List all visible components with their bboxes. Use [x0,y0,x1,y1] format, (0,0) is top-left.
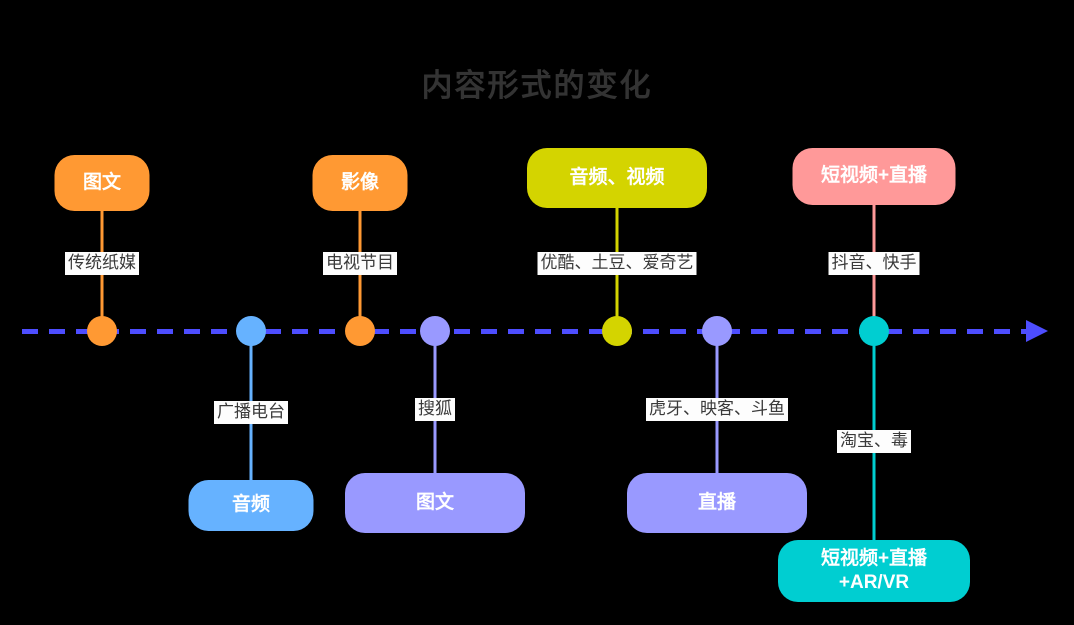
timeline-node-7[interactable] [859,316,889,346]
caption-short-video-arvr: 淘宝、毒 [837,430,911,453]
content-box-short-video-live[interactable]: 短视频+直播 [792,148,956,205]
timeline-node-1[interactable] [87,316,117,346]
timeline-arrow-icon [1026,320,1048,342]
content-box-audio-video[interactable]: 音频、视频 [527,148,707,208]
timeline-node-3[interactable] [345,316,375,346]
caption-tuwen-print: 传统纸媒 [65,252,139,275]
caption-short-video-live: 抖音、快手 [828,252,920,275]
timeline-node-6[interactable] [702,316,732,346]
caption-yingxiang-tv: 电视节目 [323,252,397,275]
content-box-audio-radio[interactable]: 音频 [188,480,314,531]
timeline-node-5[interactable] [602,316,632,346]
caption-live-stream: 虎牙、映客、斗鱼 [646,398,788,421]
content-box-tuwen-sohu[interactable]: 图文 [345,473,525,533]
content-box-yingxiang-tv[interactable]: 影像 [312,155,408,211]
content-box-live-stream[interactable]: 直播 [627,473,807,533]
page-title: 内容形式的变化 [421,68,653,103]
caption-tuwen-sohu: 搜狐 [415,398,455,421]
caption-audio-video: 优酷、土豆、爱奇艺 [537,252,697,275]
timeline-node-4[interactable] [420,316,450,346]
content-box-tuwen-print[interactable]: 图文 [54,155,150,211]
caption-audio-radio: 广播电台 [214,401,288,424]
timeline-node-2[interactable] [236,316,266,346]
timeline-axis [22,329,1040,334]
content-box-short-video-arvr[interactable]: 短视频+直播 +AR/VR [778,540,970,602]
